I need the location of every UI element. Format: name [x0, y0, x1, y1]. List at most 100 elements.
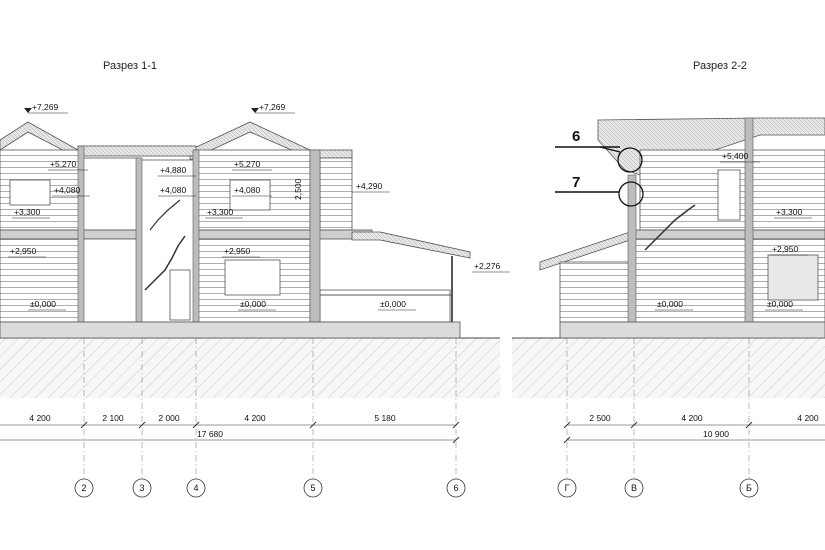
level-label: +7,269 [259, 102, 286, 112]
window [229, 179, 271, 211]
axis-marker: 2 [74, 478, 94, 498]
level-label: +4,080 [234, 185, 261, 195]
level-label: ±0,000 [30, 299, 56, 309]
callout-7: 7 [555, 174, 644, 207]
wall-lower-left [0, 238, 81, 323]
level-mark: ±0,000 [28, 299, 66, 311]
level-label: +2,950 [224, 246, 251, 256]
foundation [0, 321, 461, 339]
dimension-chain: 4 200 2 100 2 000 4 200 5 180 17 680 [0, 413, 460, 444]
level-label: +4,290 [356, 181, 383, 191]
level-mark: +4,290 [352, 181, 390, 193]
axis-label: 3 [139, 483, 144, 493]
axis-marker: В [624, 478, 644, 498]
axis-lines [83, 338, 457, 478]
level-label: ±0,000 [240, 299, 266, 309]
axis-label: 6 [453, 483, 458, 493]
level-mark: +7,269 [251, 102, 295, 114]
axis-markers: Г В Б [557, 478, 759, 498]
axis-marker: 6 [446, 478, 466, 498]
stair-upper [149, 199, 181, 231]
level-mark: +5,270 [232, 159, 272, 171]
level-mark: +2,950 [770, 244, 808, 256]
axis-label: Б [746, 483, 752, 493]
level-mark: ±0,000 [765, 299, 803, 311]
section-title: Разрез 1-1 [103, 60, 157, 72]
stair [644, 204, 696, 251]
ground-hatch [0, 338, 500, 398]
level-marks: +7,269 +7,269 +5,270 +5,270 +4,880 +4,08… [8, 102, 510, 311]
level-label: +5,400 [722, 151, 749, 161]
dimension-label: 5 180 [374, 413, 396, 423]
level-label: +3,300 [776, 207, 803, 217]
level-label: +4,080 [54, 185, 81, 195]
floor-slab [629, 229, 825, 240]
dimension-label: 2 500 [589, 413, 611, 423]
window [717, 169, 741, 221]
wall-upper-terrace [319, 157, 353, 231]
axis-marker: Г [557, 478, 577, 498]
level-mark: +3,300 [12, 207, 50, 219]
axis-label: 5 [310, 483, 315, 493]
level-mark: +2,950 [222, 246, 260, 258]
level-mark: +4,080 [52, 185, 90, 197]
level-label: ±0,000 [380, 299, 406, 309]
level-mark: +3,300 [774, 207, 812, 219]
level-label: +5,270 [50, 159, 77, 169]
dimension-label: 4 200 [29, 413, 51, 423]
column-v [627, 174, 637, 323]
section-2-2: Разрез 2-2 6 7 +5, [512, 60, 825, 498]
dimension-label: 2 100 [102, 413, 124, 423]
axis-label: В [631, 483, 637, 493]
column-5 [309, 149, 321, 323]
level-label: +3,300 [14, 207, 41, 217]
level-mark: +5,400 [720, 151, 760, 163]
axis-label: 2 [81, 483, 86, 493]
level-label: ±0,000 [657, 299, 683, 309]
column-b [744, 117, 754, 323]
axis-markers: 2 3 4 5 6 [74, 478, 466, 498]
section-title: Разрез 2-2 [693, 60, 747, 72]
level-label: +2,276 [474, 261, 501, 271]
wall-lower-mid [79, 238, 141, 323]
callout-6: 6 [555, 128, 643, 173]
dimension-label: 4 200 [244, 413, 266, 423]
ground-hatch [512, 338, 825, 398]
column-2 [77, 145, 85, 323]
level-label: +7,269 [32, 102, 59, 112]
window [9, 179, 51, 206]
level-label: ±0,000 [767, 299, 793, 309]
height-label: 2,500 [293, 178, 303, 200]
axis-marker: 3 [132, 478, 152, 498]
level-label: +2,950 [772, 244, 799, 254]
door [169, 269, 191, 321]
axis-label: Г [565, 483, 570, 493]
level-mark: +4,080 [158, 185, 196, 197]
axis-marker: 5 [303, 478, 323, 498]
total-dimension-label: 10 900 [703, 429, 729, 439]
window [224, 259, 281, 296]
level-mark: +4,880 [158, 165, 196, 177]
total-dimension-label: 17 680 [197, 429, 223, 439]
level-mark: +7,269 [24, 102, 68, 114]
dimension-label: 4 200 [681, 413, 703, 423]
foundation [559, 321, 825, 339]
wall-upper-mid [79, 157, 141, 231]
level-label: +3,300 [207, 207, 234, 217]
level-label: +5,270 [234, 159, 261, 169]
level-mark: +4,080 [232, 185, 272, 197]
level-label: +4,080 [160, 185, 187, 195]
level-marks: +5,400 +3,300 +2,950 ±0,000 ±0,000 [655, 151, 812, 311]
level-label: +4,880 [160, 165, 187, 175]
section-1-1: Разрез 1-1 [0, 60, 510, 498]
wall-lower-left [559, 261, 633, 323]
dimension-label: 2 000 [158, 413, 180, 423]
level-mark: ±0,000 [655, 299, 693, 311]
column-3 [135, 157, 143, 323]
level-mark: +3,300 [205, 207, 243, 219]
level-mark: ±0,000 [378, 299, 416, 311]
callout-label: 7 [572, 174, 580, 191]
terrace-canopy [351, 231, 471, 259]
window [767, 254, 819, 301]
axis-lines [566, 338, 750, 478]
